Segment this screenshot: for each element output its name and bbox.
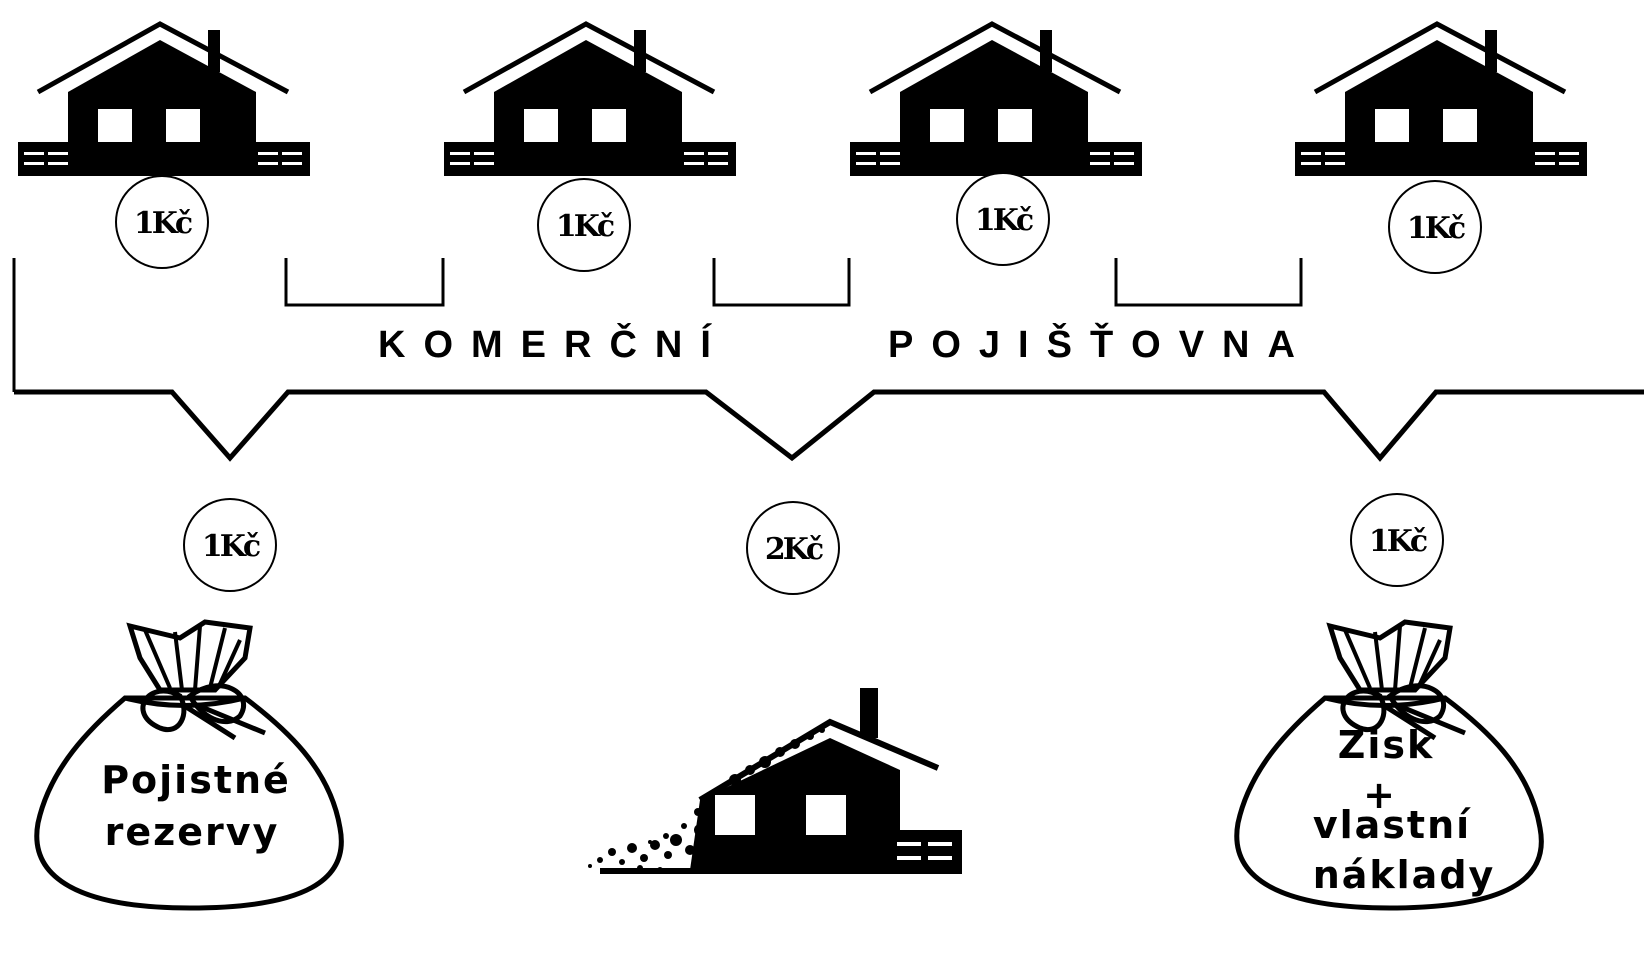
title-word-1: KOMERČNÍ (378, 321, 729, 366)
coin-label: 1Kč (1369, 524, 1427, 559)
coin-house-1: 1Kč (115, 175, 209, 269)
coin-house-3: 1Kč (956, 172, 1050, 266)
coin-label: 2Kč (765, 532, 823, 567)
house-3-icon (850, 24, 1142, 176)
right-bag-line-2: + (1363, 773, 1397, 817)
right-bag-line-4: náklady (1313, 853, 1496, 897)
coin-label: 1Kč (975, 203, 1033, 238)
coin-house-2: 1Kč (537, 178, 631, 272)
insurance-bracket (12, 258, 1644, 462)
house-4-icon (1295, 24, 1587, 176)
coin-label: 1Kč (134, 206, 192, 241)
coin-label: 1Kč (202, 529, 260, 564)
title-word-2: POJIŠŤOVNA (888, 321, 1313, 366)
coin-left-output: 1Kč (183, 498, 277, 592)
house-2-icon (444, 24, 736, 176)
coin-right-output: 1Kč (1350, 493, 1444, 587)
coin-house-4: 1Kč (1388, 180, 1482, 274)
coin-center-output: 2Kč (746, 501, 840, 595)
coin-label: 1Kč (1407, 211, 1465, 246)
right-bag-line-3: vlastní (1313, 803, 1471, 847)
damaged-house-icon (588, 688, 962, 874)
house-1-icon (18, 24, 310, 176)
right-bag-line-1: Zisk (1338, 723, 1434, 767)
left-bag-line-1: Pojistné (101, 758, 291, 802)
coin-label: 1Kč (556, 209, 614, 244)
left-bag-line-2: rezervy (105, 810, 280, 854)
